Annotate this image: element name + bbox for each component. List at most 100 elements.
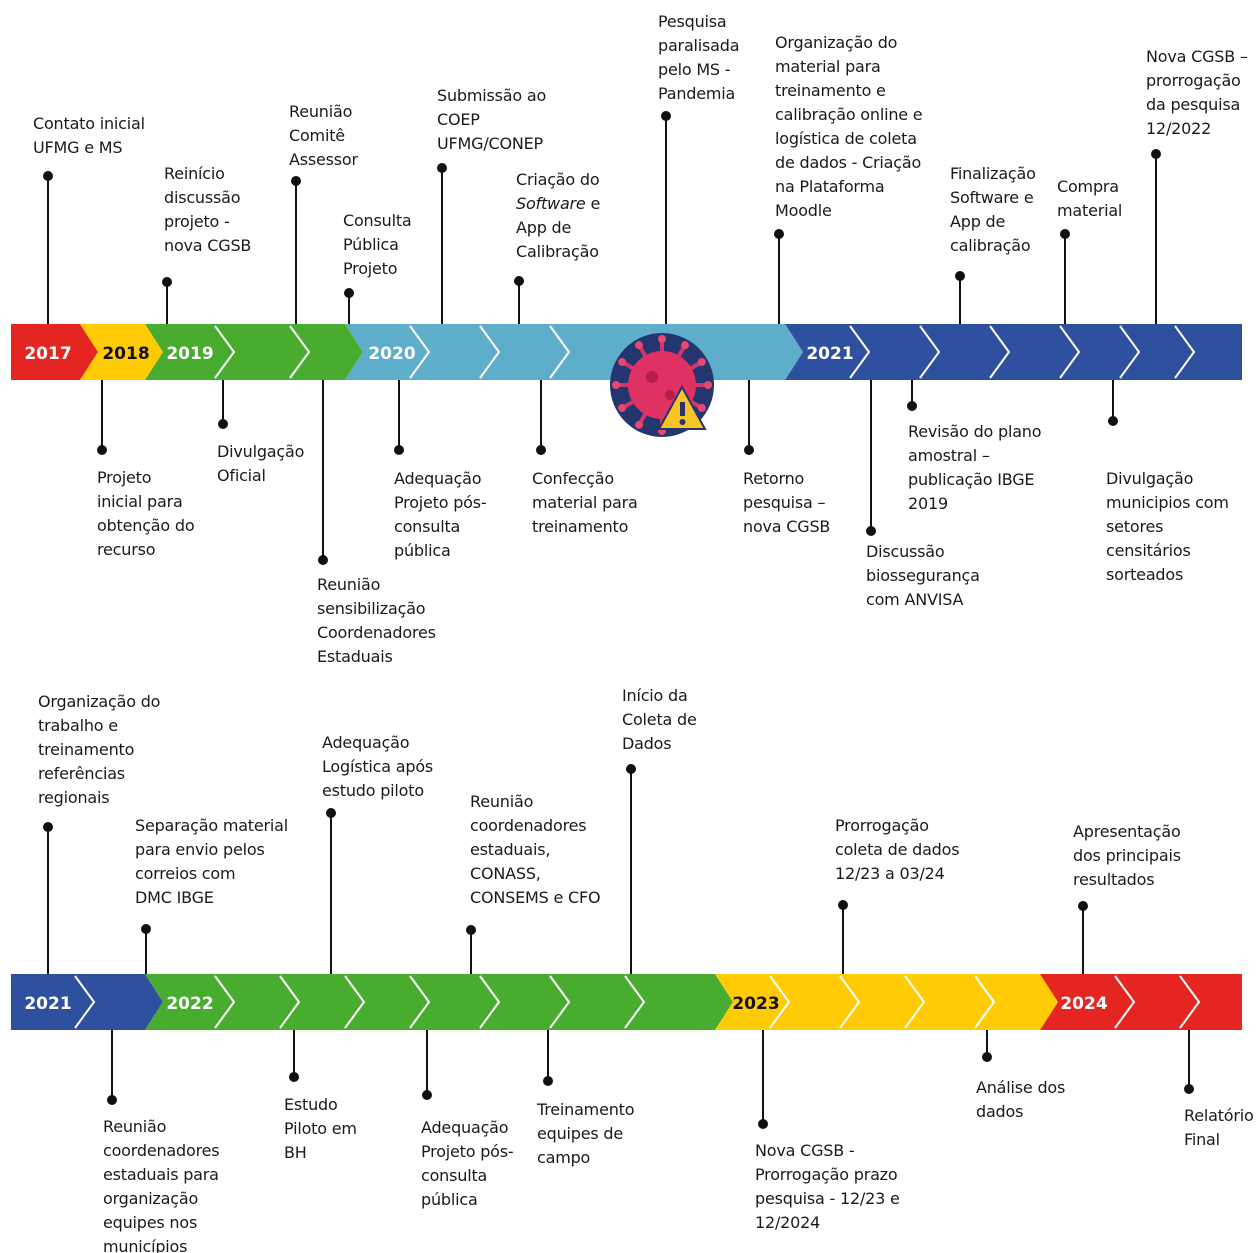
event-inicio-coleta-dot xyxy=(626,764,636,774)
event-label-analise-line: dados xyxy=(976,1102,1024,1121)
event-label-revisao-plano-line: 2019 xyxy=(908,494,948,513)
event-label-divulgacao-municipios-line: censitários xyxy=(1106,541,1191,560)
year-label-2021: 2021 xyxy=(806,344,853,364)
event-reuniao-coord-conass-dot xyxy=(466,925,476,935)
event-label-submissao-line: COEP xyxy=(437,110,480,129)
year-label-2018: 2018 xyxy=(102,344,149,364)
row2-chevron-icon xyxy=(344,975,366,1029)
event-nova-cgsb-prorrogacao-dot xyxy=(1151,149,1161,159)
virus-spot xyxy=(665,390,675,400)
event-label-reinicio-line: nova CGSB xyxy=(164,236,252,255)
event-label-confeccao-line: material para xyxy=(532,493,638,512)
event-label-reuniao-coord-conass-line: Reunião xyxy=(470,792,534,811)
event-revisao-plano-dot xyxy=(907,401,917,411)
event-label-adequacao-logistica-line: estudo piloto xyxy=(322,781,424,800)
event-label-organizacao-material-line: calibração online e xyxy=(775,105,923,124)
event-label-estudo-piloto-line: BH xyxy=(284,1143,307,1162)
event-label-adequacao-logistica-line: Logística após xyxy=(322,757,434,776)
event-label-divulgacao-municipios-line: Divulgação xyxy=(1106,469,1194,488)
event-label-inicio-coleta-line: Início da xyxy=(622,686,688,705)
event-label-analise-line: Análise dos xyxy=(976,1078,1066,1097)
event-label-apresentacao-line: resultados xyxy=(1073,870,1155,889)
event-label-adequacao-projeto-1-line: Adequação xyxy=(394,469,482,488)
year-label-2022: 2022 xyxy=(166,994,213,1014)
event-label-organizacao-trabalho-line: regionais xyxy=(38,788,110,807)
row1-chevron-icon xyxy=(1059,325,1081,379)
event-label-nova-cgsb-prazo-line: 12/2024 xyxy=(755,1213,821,1232)
warning-exclamation xyxy=(680,402,685,416)
year-label-2023: 2023 xyxy=(732,994,779,1014)
event-reuniao-comite-dot xyxy=(291,176,301,186)
event-retorno-dot xyxy=(744,445,754,455)
event-label-nova-cgsb-prorrogacao-line: da pesquisa xyxy=(1146,95,1241,114)
event-label-criacao-software-line: Calibração xyxy=(516,242,599,261)
event-label-prorrogacao-coleta-line: 12/23 a 03/24 xyxy=(835,864,945,883)
event-prorrogacao-coleta-dot xyxy=(838,900,848,910)
event-label-reinicio-line: projeto - xyxy=(164,212,230,231)
event-label-adequacao-projeto-2-line: consulta xyxy=(421,1166,488,1185)
row2-chevron-icon xyxy=(279,975,301,1029)
event-label-pesquisa-paralisada-line: Pandemia xyxy=(658,84,736,103)
event-submissao-dot xyxy=(437,163,447,173)
event-label-treinamento-line: campo xyxy=(537,1148,591,1167)
year-label-2019: 2019 xyxy=(166,344,213,364)
event-label-adequacao-projeto-2-line: Adequação xyxy=(421,1118,509,1137)
virus-spike-tip xyxy=(635,341,643,350)
event-label-organizacao-trabalho-line: treinamento xyxy=(38,740,135,759)
event-label-estudo-piloto-line: Estudo xyxy=(284,1095,338,1114)
row2-chevron-icon xyxy=(769,975,791,1029)
event-label-pesquisa-paralisada-line: pelo MS - xyxy=(658,60,731,79)
event-label-apresentacao-line: dos principais xyxy=(1073,846,1181,865)
event-label-discussao-bio-line: Discussão xyxy=(866,542,945,561)
virus-spike-tip xyxy=(612,381,620,389)
event-label-retorno-line: Retorno xyxy=(743,469,805,488)
event-label-separacao-line: DMC IBGE xyxy=(135,888,214,907)
event-label-relatorio-line: Relatório xyxy=(1184,1106,1254,1125)
row1-segment-yellow xyxy=(80,324,163,380)
row1-chevron-icon xyxy=(989,325,1011,379)
event-relatorio-dot xyxy=(1184,1084,1194,1094)
event-label-projeto-inicial-line: Projeto xyxy=(97,468,152,487)
row1-chevron-icon xyxy=(479,325,501,379)
row1-segment-red xyxy=(11,324,98,380)
event-label-reuniao-coord-equipes-line: estaduais para xyxy=(103,1165,219,1184)
row2-chevron-icon xyxy=(479,975,501,1029)
event-label-reinicio-line: Reinício xyxy=(164,164,225,183)
event-label-reuniao-sensibilizacao-line: Coordenadores xyxy=(317,623,436,642)
row2-chevron-icon xyxy=(549,975,571,1029)
event-apresentacao-dot xyxy=(1078,901,1088,911)
event-label-reuniao-coord-conass-line: CONSEMS e CFO xyxy=(470,888,601,907)
row2-chevron-icon xyxy=(409,975,431,1029)
event-label-retorno: Retorno pesquisa – nova CGSB xyxy=(743,467,830,539)
event-label-reuniao-comite-line: Reunião xyxy=(289,102,353,121)
event-label-organizacao-material-line: treinamento e xyxy=(775,81,886,100)
event-label-reuniao-sensibilizacao-line: sensibilização xyxy=(317,599,426,618)
event-label-confeccao-line: treinamento xyxy=(532,517,629,536)
event-label-retorno-line: pesquisa – xyxy=(743,493,826,512)
event-adequacao-projeto-1-dot xyxy=(394,445,404,455)
row1-chevron-icon xyxy=(409,325,431,379)
event-label-reuniao-coord-equipes-line: organização xyxy=(103,1189,199,1208)
event-label-divulgacao-municipios-line: setores xyxy=(1106,517,1164,536)
row2-chevron-icon xyxy=(1114,975,1136,1029)
year-label-2020: 2020 xyxy=(368,344,415,364)
event-label-contato-line: UFMG e MS xyxy=(33,138,123,157)
event-label-retorno-line: nova CGSB xyxy=(743,517,831,536)
event-label-revisao-plano-line: publicação IBGE xyxy=(908,470,1035,489)
event-label-confeccao-line: Confecção xyxy=(532,469,614,488)
